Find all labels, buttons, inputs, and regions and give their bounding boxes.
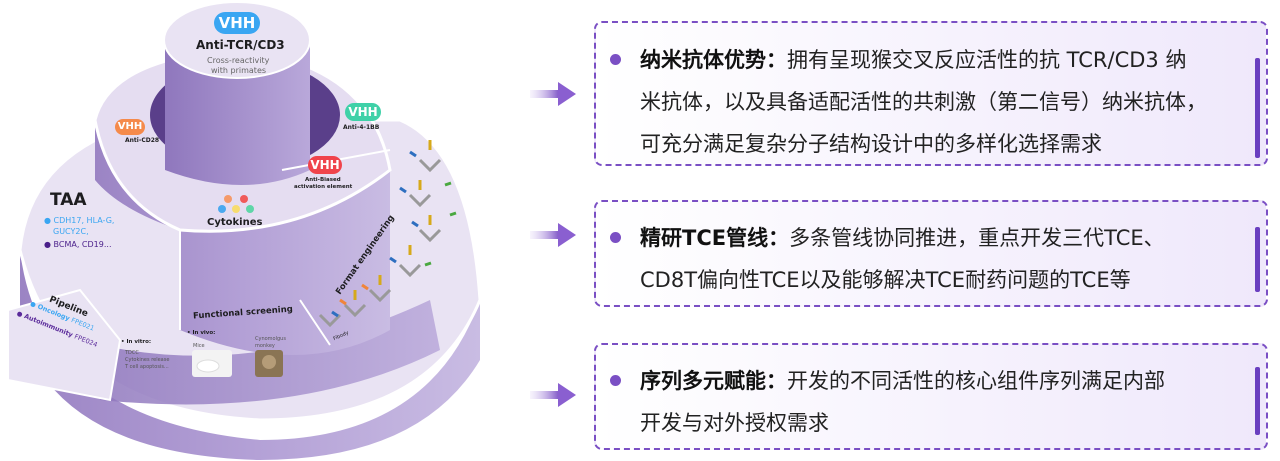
vhh-badge-cd28: VHH — [115, 119, 145, 135]
taa-item-1: ● CDH17, HLA-G, — [44, 216, 115, 225]
ring-diagram-graphic — [7, 1, 482, 460]
mice-label: Mice — [193, 343, 205, 349]
anti-41bb-label: Anti-4-1BB — [343, 124, 380, 131]
anti-biased-label-2: activation element — [294, 184, 353, 190]
arrow-right-icon — [530, 82, 576, 106]
card-nanobody-advantage: 纳米抗体优势：拥有呈现猴交叉反应活性的抗 TCR/CD3 纳 米抗体，以及具备适… — [594, 21, 1268, 166]
card-heading: 精研TCE管线： — [640, 226, 790, 250]
bullet-dot-icon — [610, 232, 621, 243]
card-heading: 序列多元赋能： — [640, 369, 787, 393]
vhh-badge-41bb: VHH — [345, 103, 381, 121]
anti-cd28-label: Anti-CD28 — [125, 137, 160, 144]
anti-biased-label-1: Anti-Biased — [305, 177, 341, 183]
monkey-label-1: Cynomolgus — [255, 336, 286, 342]
cytokines-label: Cytokines — [207, 217, 263, 228]
accent-bar — [1255, 227, 1260, 292]
taa-title: TAA — [50, 190, 87, 210]
in-vitro-line-2: Cytokines release — [125, 357, 170, 363]
in-vivo-label: • In vivo: — [187, 330, 216, 336]
in-vitro-line-3: T cell apoptosis... — [125, 364, 169, 370]
bullet-dot-icon — [610, 54, 621, 65]
antibody-format-icons — [318, 140, 457, 328]
card-heading: 纳米抗体优势： — [640, 48, 787, 72]
monkey-label-2: monkey — [255, 343, 275, 349]
center-subtitle-2: with primates — [211, 66, 267, 75]
center-subtitle-1: Cross-reactivity — [207, 56, 270, 65]
card-sequence-empowerment: 序列多元赋能：开发的不同活性的核心组件序列满足内部 开发与对外授权需求 — [594, 343, 1268, 450]
vhh-badge-biased: VHH — [308, 156, 342, 174]
bullet-dot-icon — [610, 375, 621, 386]
card-text: 纳米抗体优势：拥有呈现猴交叉反应活性的抗 TCR/CD3 纳 米抗体，以及具备适… — [640, 48, 1207, 156]
accent-bar — [1255, 58, 1260, 158]
card-text: 精研TCE管线：多条管线协同推进，重点开发三代TCE、 CD8T偏向性TCE以及… — [640, 226, 1165, 292]
card-tce-pipeline: 精研TCE管线：多条管线协同推进，重点开发三代TCE、 CD8T偏向性TCE以及… — [594, 200, 1268, 307]
in-vitro-label: • In vitro: — [121, 339, 152, 345]
platform-ring-diagram: VHH Anti-TCR/CD3 Cross-reactivity with p… — [0, 0, 520, 461]
vhh-badge-center: VHH — [214, 12, 260, 34]
arrow-right-icon — [530, 383, 576, 407]
accent-bar — [1255, 367, 1260, 435]
taa-item-2: GUCY2C, — [53, 227, 89, 236]
card-text: 序列多元赋能：开发的不同活性的核心组件序列满足内部 开发与对外授权需求 — [640, 369, 1165, 435]
arrow-right-icon — [530, 223, 576, 247]
center-title: Anti-TCR/CD3 — [196, 38, 285, 52]
in-vitro-line-1: TDCC — [125, 350, 139, 356]
cytokine-dots-icon — [218, 195, 258, 215]
taa-item-3: ● BCMA, CD19... — [44, 240, 112, 249]
